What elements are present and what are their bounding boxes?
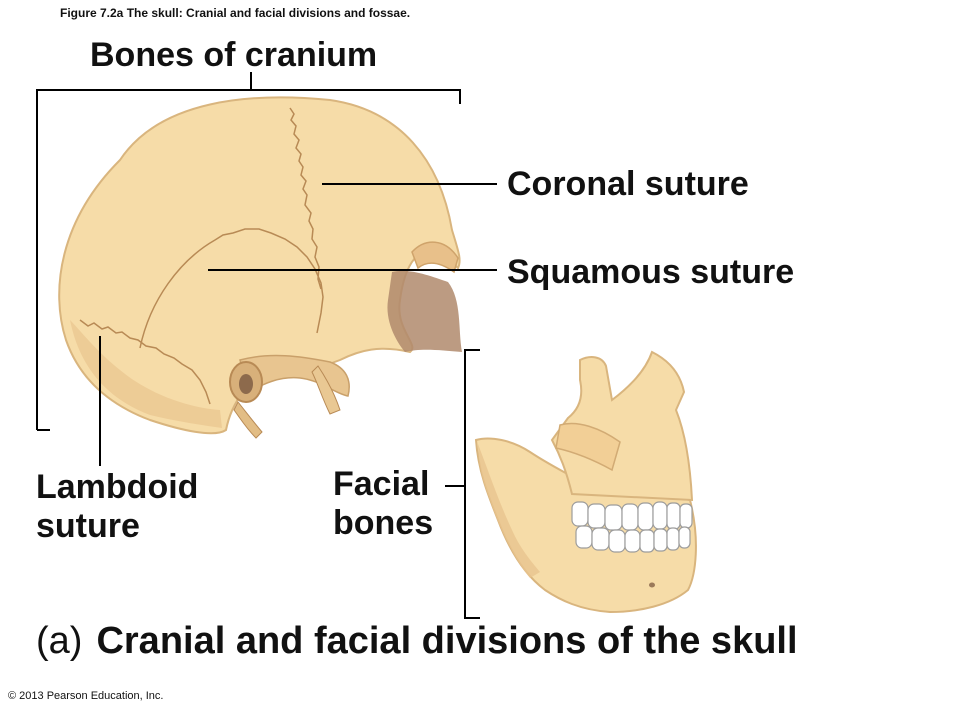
teeth (571, 501, 693, 553)
facial-bracket (464, 349, 480, 619)
lambdoid-suture-line (79, 319, 211, 405)
squamous-suture-line (139, 228, 324, 349)
figure-caption: Figure 7.2a The skull: Cranial and facia… (60, 6, 411, 20)
label-facial-bones: Facial bones (333, 465, 434, 543)
label-squamous-suture: Squamous suture (507, 253, 795, 291)
label-lambdoid-suture: Lambdoid suture (36, 468, 199, 546)
coronal-suture-line (289, 107, 322, 290)
leader-lines (36, 72, 497, 619)
label-coronal-suture: Coronal suture (507, 165, 749, 203)
cranium-group (58, 96, 462, 439)
panel-title-text: Cranial and facial divisions of the skul… (96, 620, 798, 662)
cranium-vault (58, 96, 461, 435)
cranium-bracket-top (36, 89, 461, 430)
panel-letter: (a) (36, 620, 83, 662)
panel-title: (a) Cranial and facial divisions of the s… (36, 620, 798, 663)
copyright-notice: © 2013 Pearson Education, Inc. (8, 690, 164, 702)
orbit-rim (411, 241, 459, 274)
facial-bones-group (474, 350, 697, 614)
label-bones-of-cranium: Bones of cranium (90, 36, 378, 74)
facial-cavity (387, 270, 462, 352)
